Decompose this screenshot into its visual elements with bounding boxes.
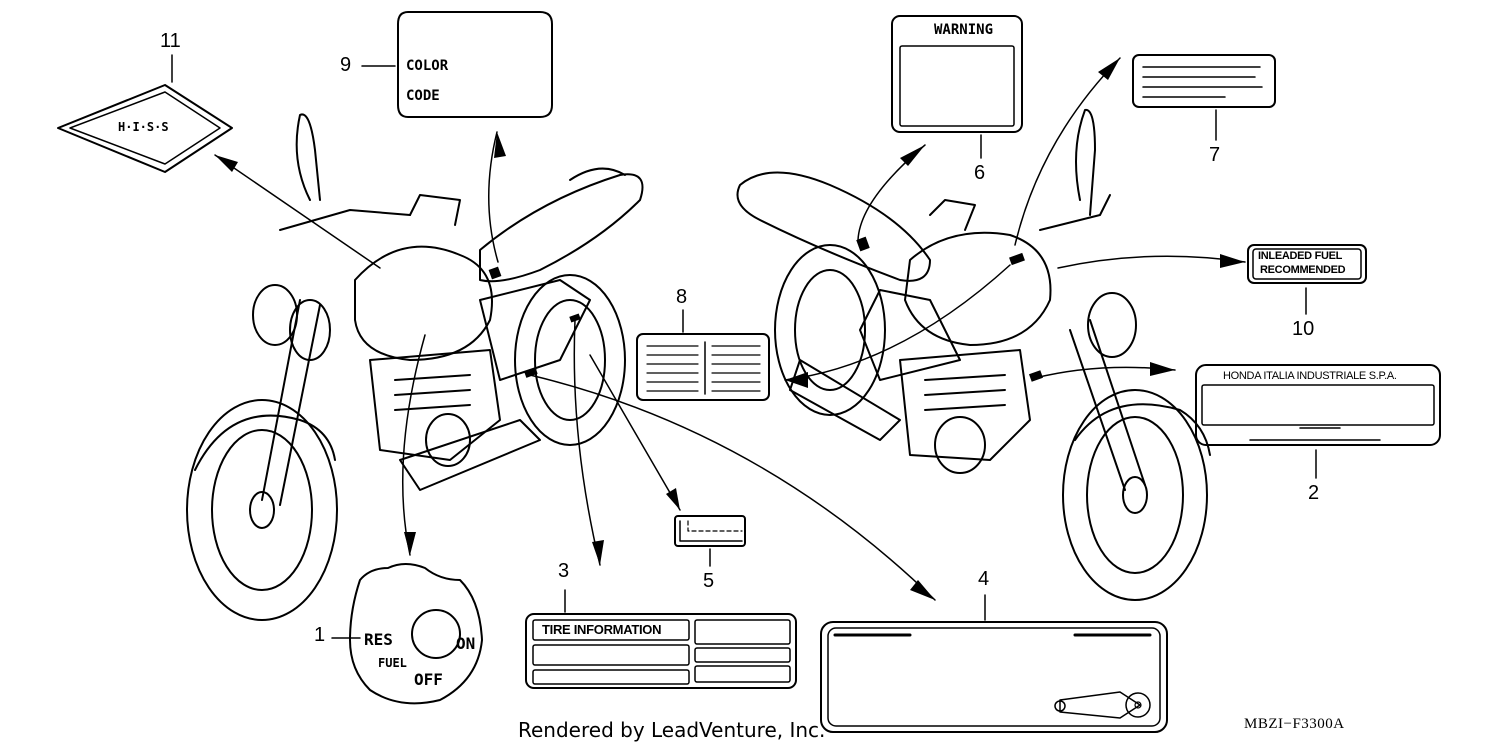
callout-9: 9 <box>340 54 352 76</box>
fuel-valve-outline <box>349 563 483 705</box>
color-code-label-outline <box>397 11 553 118</box>
callout-2: 2 <box>1308 482 1320 504</box>
callout-11: 11 <box>160 30 181 52</box>
fuel-res-text: RES <box>364 630 393 649</box>
callout-6: 6 <box>974 162 986 184</box>
credit-text: Rendered by LeadVenture, Inc. <box>518 718 826 742</box>
callout-10: 10 <box>1292 318 1315 340</box>
callout-8: 8 <box>676 286 688 308</box>
callout-7: 7 <box>1209 144 1221 166</box>
code-label-text: CODE <box>406 88 440 104</box>
callout-5: 5 <box>703 570 715 592</box>
diagram-code: MBZI−F3300A <box>1244 716 1345 732</box>
left-motorcycle <box>186 113 644 621</box>
callout-4: 4 <box>978 568 990 590</box>
unleaded-line1-text: INLEADED FUEL <box>1258 250 1343 262</box>
fuel-on-text: ON <box>456 634 476 653</box>
callout-3: 3 <box>558 560 570 582</box>
callout-1: 1 <box>314 624 326 646</box>
hiss-text: H·I·S·S <box>118 120 169 134</box>
fuel-off-text: OFF <box>414 670 443 689</box>
color-label-text: COLOR <box>406 58 449 74</box>
warning-label-text: WARNING <box>934 22 994 38</box>
tire-information-text: TIRE INFORMATION <box>542 622 662 637</box>
honda-italia-text: HONDA ITALIA INDUSTRIALE S.P.A. <box>1223 370 1397 382</box>
right-motorcycle <box>736 108 1211 601</box>
fuel-fuel-text: FUEL <box>378 656 407 670</box>
unleaded-line2-text: RECOMMENDED <box>1260 264 1346 276</box>
